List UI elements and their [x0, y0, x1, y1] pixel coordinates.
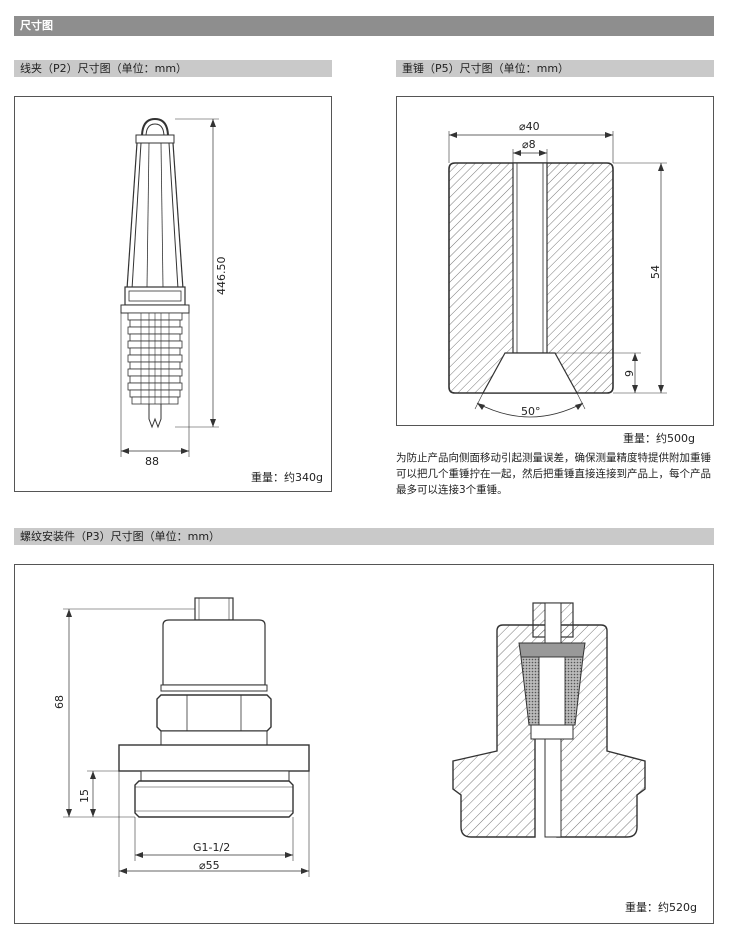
p2-panel: 446.50 88 重量：约340g	[14, 96, 332, 492]
p3-thread-label: G1-1/2	[193, 841, 230, 854]
p2-title-bar: 线夹（P2）尺寸图（单位：mm）	[14, 60, 332, 77]
p5-panel: ⌀40 ⌀8 54 9 50°	[396, 96, 714, 426]
p5-outer-dia: ⌀40	[519, 120, 540, 133]
p5-height-dim: 54	[649, 265, 662, 279]
p2-height-dim: 446.50	[215, 257, 228, 296]
section-title: 尺寸图	[20, 19, 53, 32]
p2-weight: 重量：约340g	[251, 471, 323, 484]
section-header: 尺寸图	[14, 16, 714, 36]
p3-thread-height-dim: 15	[78, 789, 91, 803]
p5-title: 重锤（P5）尺寸图（单位：mm）	[402, 62, 570, 75]
p5-drawing: ⌀40 ⌀8 54 9 50°	[448, 120, 667, 418]
p3-title: 螺纹安装件（P3）尺寸图（单位：mm）	[20, 530, 221, 543]
p3-title-bar: 螺纹安装件（P3）尺寸图（单位：mm）	[14, 528, 714, 545]
p2-width-dim: 88	[145, 455, 159, 468]
p5-note: 为防止产品向侧面移动引起测量误差，确保测量精度特提供附加重锤可以把几个重锤拧在一…	[396, 452, 711, 496]
p5-cone-dim: 9	[623, 370, 636, 377]
p5-title-bar: 重锤（P5）尺寸图（单位：mm）	[396, 60, 714, 77]
p3-dia-dim: ⌀55	[199, 859, 220, 872]
p2-title: 线夹（P2）尺寸图（单位：mm）	[20, 62, 188, 75]
p2-drawing: 446.50 88	[120, 117, 228, 468]
p3-drawing: 68 15 G1-1/2 ⌀55	[53, 597, 646, 877]
p5-angle: 50°	[521, 405, 541, 418]
p3-panel: 68 15 G1-1/2 ⌀55	[14, 564, 714, 924]
p5-inner-dia: ⌀8	[522, 138, 536, 151]
p5-weight: 重量：约500g	[623, 432, 695, 445]
p3-weight: 重量：约520g	[625, 901, 697, 914]
p3-height-dim: 68	[53, 695, 66, 709]
